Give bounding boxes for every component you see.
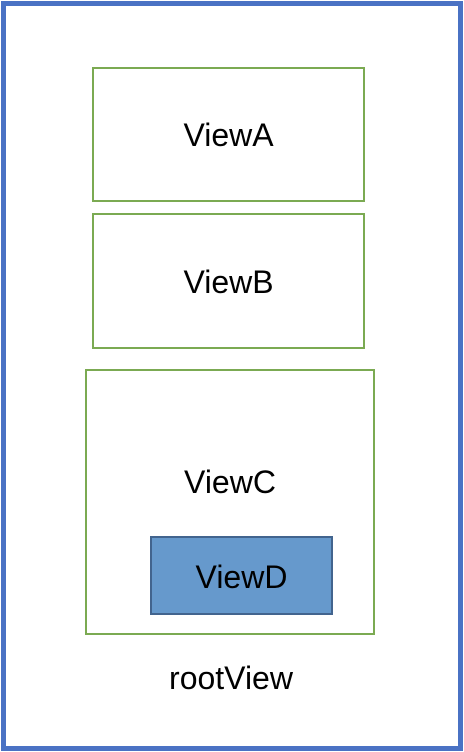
view-d-box: ViewD bbox=[150, 536, 333, 615]
root-view-label: rootView bbox=[169, 660, 293, 696]
view-c-label: ViewC bbox=[184, 464, 276, 500]
view-a-box: ViewA bbox=[92, 67, 365, 202]
view-d-label: ViewD bbox=[195, 559, 288, 595]
view-b-box: ViewB bbox=[92, 213, 365, 349]
view-a-label: ViewA bbox=[183, 117, 274, 153]
view-b-label: ViewB bbox=[183, 264, 274, 300]
